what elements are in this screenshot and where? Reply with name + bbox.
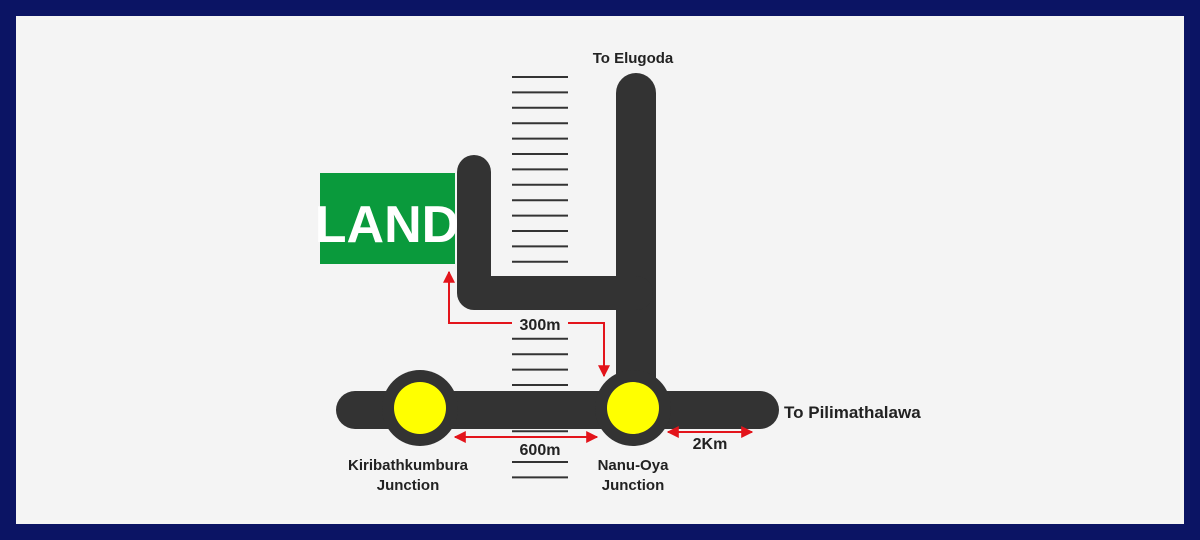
to-pilimathalawa-label: To Pilimathalawa <box>784 403 921 422</box>
distance-300m-label: 300m <box>520 317 561 334</box>
distance-600m-label: 600m <box>520 442 561 459</box>
nanuoya-junction-label-1: Nanu-Oya <box>598 457 670 474</box>
land-label: LAND <box>315 196 459 254</box>
road-to-land <box>457 155 653 310</box>
kiribathkumbura-junction-label-1: Kiribathkumbura <box>348 457 469 474</box>
map-frame <box>16 16 1184 524</box>
nanuoya-junction-label-2: Junction <box>602 477 665 494</box>
kiribathkumbura-junction-label-2: Junction <box>377 477 440 494</box>
to-elugoda-label: To Elugoda <box>593 50 674 67</box>
kiribathkumbura-junction-icon <box>382 370 458 446</box>
distance-2km-label: 2Km <box>693 436 728 453</box>
nanuoya-junction-icon <box>595 370 671 446</box>
land-plot <box>320 173 455 264</box>
